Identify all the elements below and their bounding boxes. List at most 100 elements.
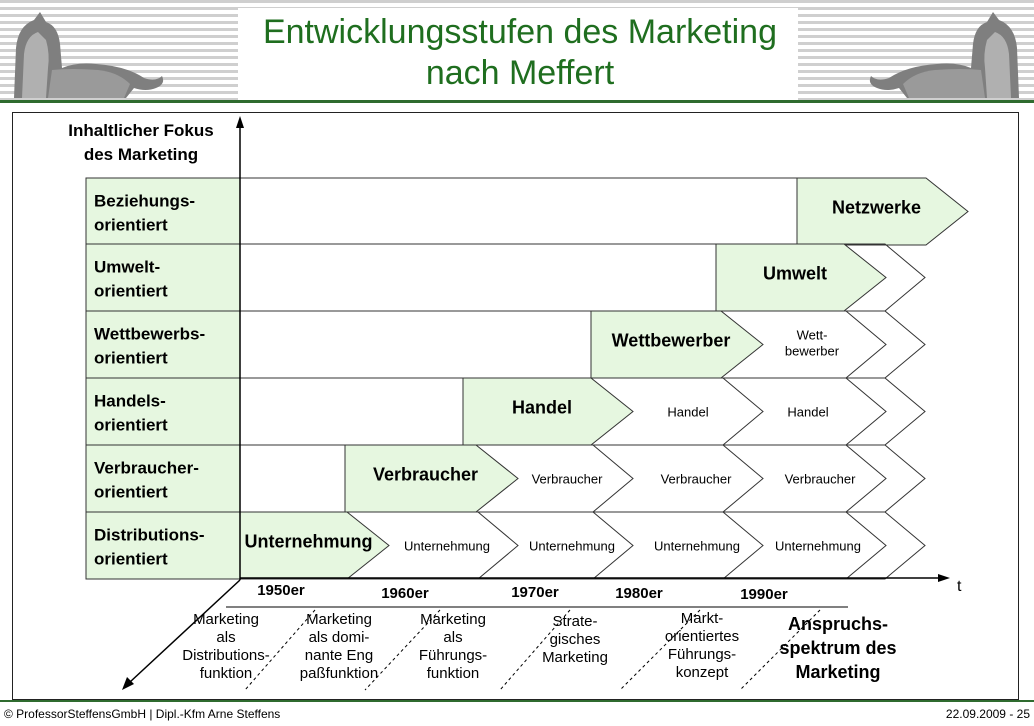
row-label-line-2: orientiert (94, 216, 168, 235)
spectrum-label-line: Anspruchs- (788, 614, 888, 634)
main-stage-chevron (462, 377, 634, 446)
stage-description-line: Strate- (552, 613, 597, 630)
row-label-line-1: Beziehungs- (94, 192, 195, 211)
stage-description-line: konzept (676, 664, 729, 681)
following-stage-label: Unternehmung (654, 539, 740, 554)
decade-label: 1990er (740, 586, 788, 603)
stage-separator (739, 609, 821, 691)
main-stage-label: Umwelt (763, 264, 827, 284)
following-stage-label: Verbraucher (785, 472, 856, 487)
stage-separator (364, 609, 441, 691)
title-line-2: nach Meffert (425, 54, 615, 92)
decade-label: 1980er (615, 585, 663, 602)
stage-description-line: funktion (200, 665, 253, 682)
row-label-line-2: orientiert (94, 416, 168, 435)
row-label-cell (85, 511, 241, 580)
x-axis-label: t (957, 578, 962, 595)
main-stage-label: Handel (512, 398, 572, 418)
row-label-line-1: Distributions- (94, 526, 205, 545)
main-stage-chevron (715, 243, 887, 312)
y-axis-label-line-1: Inhaltlicher Fokus (68, 121, 213, 140)
stage-description-line: Marketing (542, 649, 608, 666)
following-stage-label: Unternehmung (404, 539, 490, 554)
following-stage-label: Verbraucher (661, 472, 732, 487)
x-axis-arrowhead-icon (938, 574, 950, 582)
decade-label: 1970er (511, 584, 559, 601)
row-label-cell (85, 377, 241, 446)
row-label-cell (85, 310, 241, 379)
trailing-chevron (841, 377, 926, 446)
stage-description-line: Führungs- (668, 646, 736, 663)
evolution-diagram: Inhaltlicher Fokus des Marketing Beziehu… (68, 116, 969, 691)
row-label-cell (85, 177, 241, 246)
row-label-line-1: Verbraucher- (94, 459, 199, 478)
stage-description-line: orientiertes (665, 628, 739, 645)
row-label-line-2: orientiert (94, 282, 168, 301)
panther-mascot-left-icon (14, 12, 164, 98)
main-stage-label: Verbraucher (373, 465, 478, 485)
row-track (239, 310, 592, 379)
trailing-chevron (841, 511, 926, 580)
title-line-1: Entwicklungsstufen des Marketing (262, 13, 778, 51)
trailing-chevron (463, 511, 634, 580)
stage-description-line: paßfunktion (300, 665, 378, 682)
following-stage-label: Wett- (797, 328, 828, 343)
footer-copyright: © ProfessorSteffensGmbH | Dipl.-Kfm Arne… (4, 707, 281, 721)
following-stage-label: Verbraucher (532, 472, 603, 487)
row-grid: Beziehungs-orientiertUmwelt-orientiertWe… (85, 177, 798, 580)
spectrum-label-line: Marketing (795, 662, 880, 682)
depth-axis-arrowhead-icon (122, 677, 134, 690)
decade-labels: 1950er 1960er 1970er 1980er 1990er (257, 582, 788, 603)
row-label-line-2: orientiert (94, 483, 168, 502)
row-track (239, 177, 798, 246)
spectrum-label-line: spektrum des (779, 638, 896, 658)
row-label-cell (85, 444, 241, 513)
stage-descriptions: MarketingalsDistributions-funktionMarket… (182, 609, 821, 691)
row-track (239, 243, 717, 312)
stage-description-line: Distributions- (182, 647, 270, 664)
following-stage-label: Unternehmung (529, 539, 615, 554)
following-stage-label: Unternehmung (775, 539, 861, 554)
trailing-chevron (841, 310, 926, 379)
main-stage-chevron (344, 444, 519, 513)
main-stage-chevron (590, 310, 764, 379)
row-label-line-1: Umwelt- (94, 258, 160, 277)
diagram-frame (12, 112, 1019, 700)
stage-separator (619, 609, 701, 691)
row-label-line-2: orientiert (94, 349, 168, 368)
stage-description-line: als (443, 629, 462, 646)
row-label-line-1: Wettbewerbs- (94, 325, 205, 344)
stage-description-line: gisches (550, 631, 601, 648)
row-label-line-1: Handels- (94, 392, 166, 411)
following-stage-label: Handel (787, 405, 828, 420)
depth-axis (129, 579, 241, 683)
stage-description-line: Führungs- (419, 647, 487, 664)
row-track (239, 377, 464, 446)
main-stage-label: Wettbewerber (612, 331, 731, 351)
panther-mascot-right-icon (869, 12, 1019, 98)
decade-label: 1950er (257, 582, 305, 599)
footer-date-page: 22.09.2009 - 25 (945, 707, 1030, 721)
header-rule (0, 100, 1034, 103)
stage-description-line: Marketing (306, 611, 372, 628)
stage-description-line: nante Eng (305, 647, 373, 664)
trailing-chevron (345, 511, 519, 580)
page-title: Entwicklungsstufen des Marketing nach Me… (200, 12, 840, 94)
decade-label: 1960er (381, 585, 429, 602)
following-stage-label: Handel (667, 405, 708, 420)
stage-description-line: als domi- (309, 629, 370, 646)
stage-description-line: als (216, 629, 235, 646)
following-stage-label: bewerber (785, 344, 840, 359)
y-axis-arrowhead-icon (236, 116, 244, 128)
row-track (239, 444, 346, 513)
row-label-cell (85, 243, 241, 312)
row-label-line-2: orientiert (94, 550, 168, 569)
footer: © ProfessorSteffensGmbH | Dipl.-Kfm Arne… (0, 700, 1034, 726)
main-stage-label: Netzwerke (832, 198, 921, 218)
stage-description-line: Marketing (420, 611, 486, 628)
stage-description-line: Marketing (193, 611, 259, 628)
stage-description-line: Markt- (681, 610, 724, 627)
trailing-chevron (591, 511, 764, 580)
